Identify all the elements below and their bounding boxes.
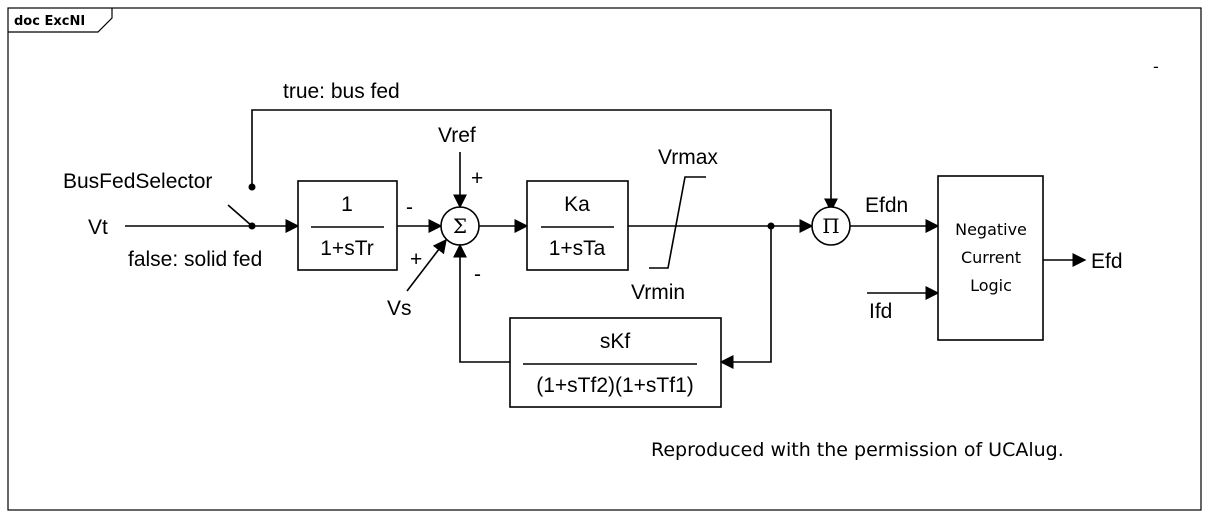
corner-mark: - [1153, 57, 1159, 76]
bus-fed-path [251, 109, 838, 213]
negative-current-logic-block [937, 175, 1044, 341]
efd-label: Efd [1091, 250, 1123, 273]
tr-sign: - [406, 196, 413, 219]
ta-block-denominator: 1+sTa [549, 237, 606, 260]
ta-block-numerator: Ka [564, 193, 590, 216]
selector-pointer-line [227, 204, 253, 227]
frame-tab [8, 8, 113, 33]
tf-block-numerator: sKf [600, 330, 631, 353]
vrmax-label: Vrmax [658, 146, 718, 169]
feedback-return-line [453, 243, 510, 363]
tf-block-denominator: (1+sTf2)(1+sTf1) [536, 374, 694, 397]
tr-block-denominator: 1+sTr [320, 237, 373, 260]
bus-fed-selector-label: BusFedSelector [63, 170, 212, 193]
ifd-label: Ifd [869, 300, 892, 323]
frame-title: doc ExcNI [14, 14, 85, 29]
tr-block-numerator: 1 [341, 193, 353, 216]
true-bus-fed-label: true: bus fed [283, 80, 400, 103]
diagram-frame [7, 7, 1202, 511]
vref-label: Vref [438, 124, 476, 147]
permission-note: Reproduced with the permission of UCAlug… [651, 439, 1064, 461]
vs-label: Vs [387, 297, 412, 320]
feedback-down-line [719, 226, 772, 369]
logic-line1: Negative [955, 220, 1027, 239]
vt-label: Vt [88, 216, 108, 239]
vrmin-label: Vrmin [631, 281, 685, 304]
product-symbol: Π [822, 214, 839, 238]
tf-block [509, 317, 722, 408]
logic-line2: Current [961, 248, 1021, 267]
false-solid-fed-label: false: solid fed [128, 248, 262, 271]
logic-line3: Logic [970, 276, 1012, 295]
vs-arrow [406, 238, 447, 292]
limiter-symbol [649, 176, 706, 269]
feedback-sign: - [474, 263, 481, 286]
vs-sign: + [410, 248, 422, 271]
vref-sign: + [471, 167, 483, 190]
tr-block [297, 180, 398, 271]
sum-symbol: Σ [453, 214, 467, 238]
efdn-label: Efdn [865, 194, 908, 217]
